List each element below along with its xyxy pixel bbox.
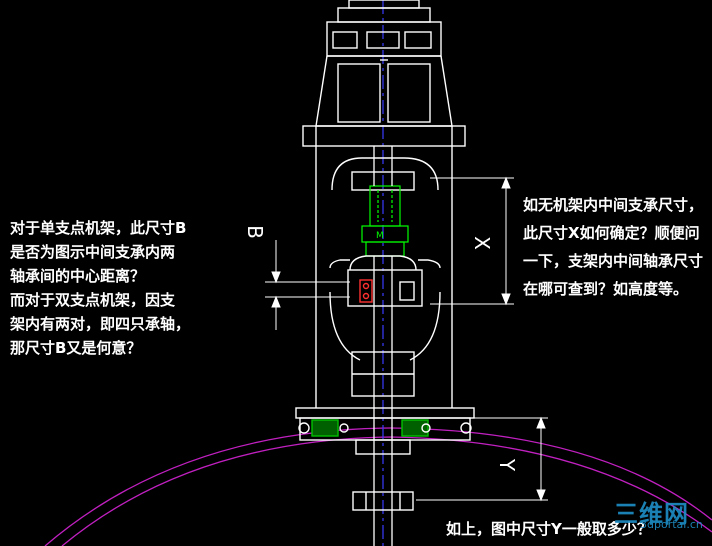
coupling-mark: M	[376, 231, 384, 241]
lower-hub	[352, 491, 414, 511]
frame-body	[315, 146, 453, 408]
upper-flange	[302, 125, 466, 147]
question-note-bottom: 如上，图中尺寸Y一般取多少？	[446, 520, 652, 538]
watermark-url: 3dportal.cn	[640, 518, 703, 531]
watermark-logo-text: 三维网	[614, 500, 689, 528]
dimension-label-b: B	[242, 225, 267, 239]
dimension-y	[416, 416, 548, 502]
reducer	[315, 0, 453, 127]
dimension-label-x: X	[469, 236, 494, 250]
dimension-label-y: Y	[495, 458, 520, 472]
dimension-b	[265, 240, 350, 330]
coupling	[361, 185, 409, 257]
shaft	[373, 146, 393, 546]
tank-head	[44, 427, 712, 546]
bottom-flange	[295, 407, 475, 455]
mid-bearing	[347, 255, 423, 307]
site-watermark: 三维网 3dportal.cn	[614, 494, 710, 544]
dimension-x	[430, 176, 514, 306]
question-note-right: 如无机架内中间支承尺寸， 此尺寸X如何确定？顺便问 一下，支架内中间轴承尺寸 在…	[523, 196, 704, 298]
question-note-left: 对于单支点机架，此尺寸B 是否为图示中间支承内两 轴承间的中心距离？ 而对于双支…	[10, 219, 191, 357]
